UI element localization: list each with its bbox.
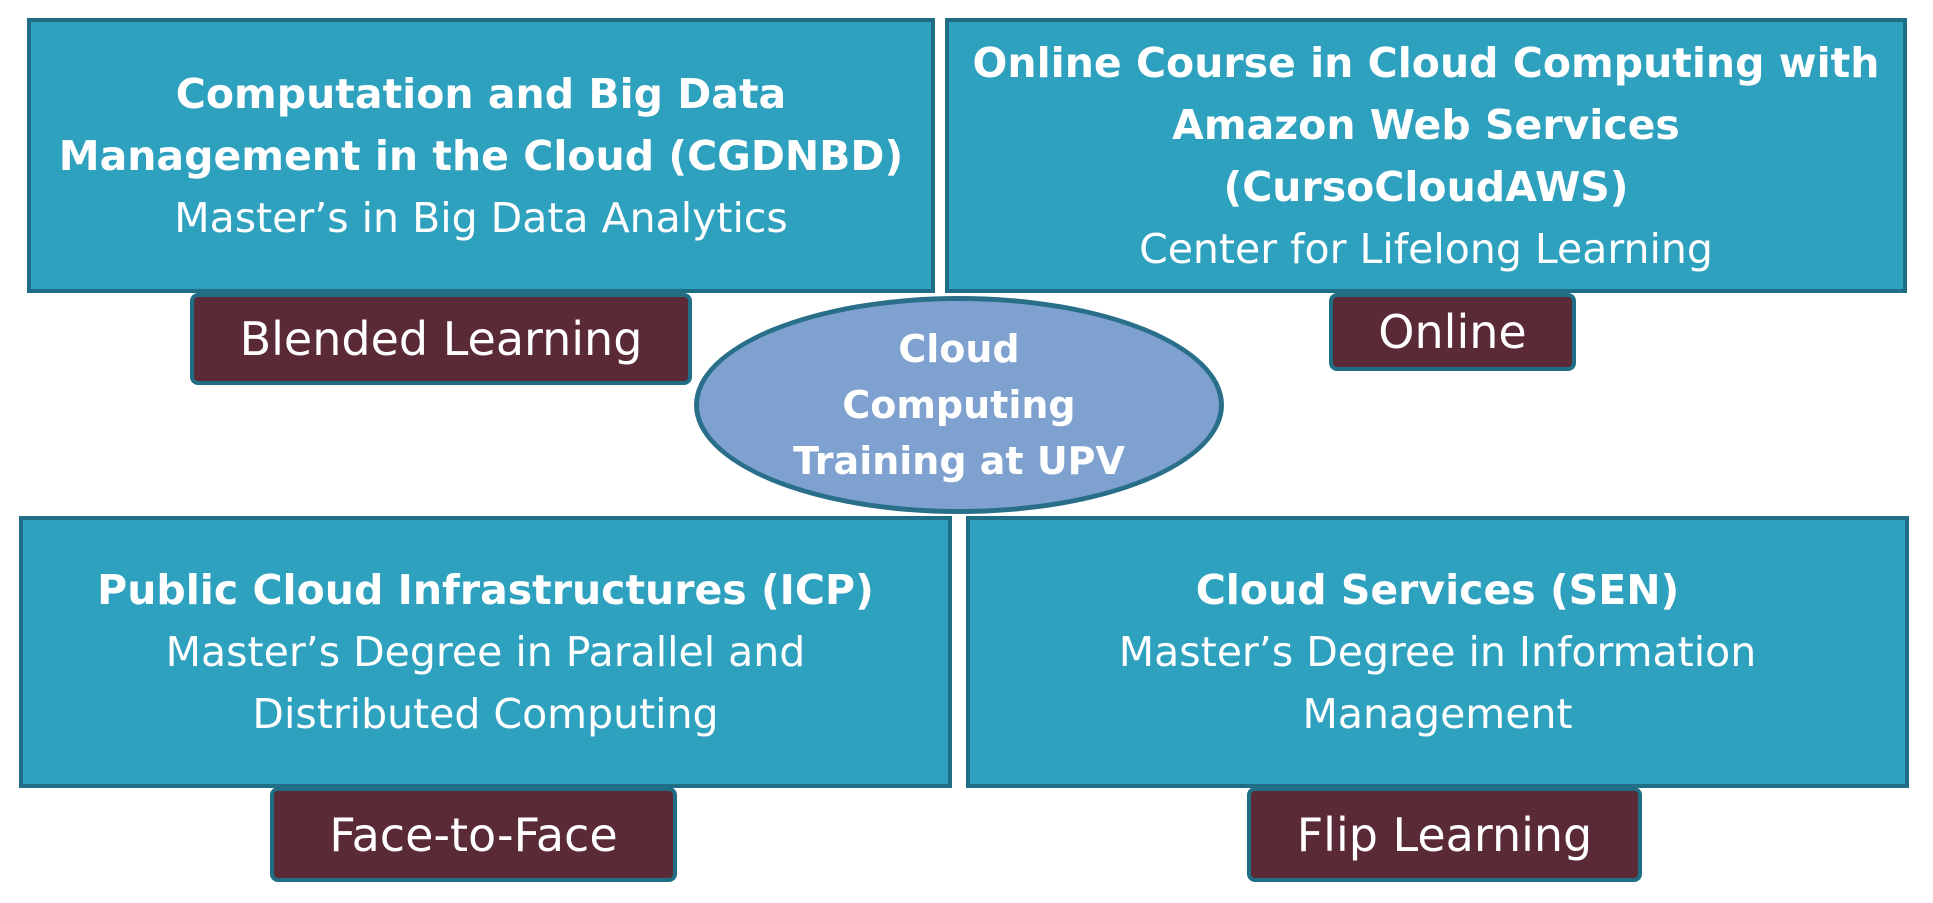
course-title-line: Computation and Big Data [175,69,787,118]
delivery-mode-tag-flip: Flip Learning [1247,787,1642,882]
course-box-cgdnbd: Computation and Big Data Management in t… [27,18,935,293]
delivery-mode-tag-face-to-face: Face-to-Face [270,787,677,882]
central-topic-line: Cloud [898,327,1020,371]
course-box-icp: Public Cloud Infrastructures (ICP) Maste… [19,516,952,788]
delivery-mode-tag-blended: Blended Learning [190,293,692,385]
central-topic-line: Training at UPV [793,439,1125,483]
course-program-line: Master’s in Big Data Analytics [174,193,788,242]
course-program-line: Distributed Computing [252,690,719,738]
course-title-line: (CursoCloudAWS) [1223,162,1629,211]
course-title-line: Management in the Cloud (CGDNBD) [58,131,904,180]
course-program-line: Center for Lifelong Learning [1139,224,1713,273]
central-topic-ellipse: Cloud Computing Training at UPV [694,296,1224,514]
course-program-line: Master’s Degree in Parallel and [165,628,806,676]
course-title-line: Online Course in Cloud Computing with [972,38,1880,87]
central-topic-line: Computing [842,383,1076,427]
course-title-line: Amazon Web Services [1172,100,1680,149]
delivery-mode-tag-online: Online [1329,293,1576,371]
course-box-sen: Cloud Services (SEN) Master’s Degree in … [966,516,1909,788]
course-program-line: Management [1302,690,1573,738]
course-title-line: Public Cloud Infrastructures (ICP) [97,566,874,614]
course-title-line: Cloud Services (SEN) [1195,566,1680,614]
course-program-line: Master’s Degree in Information [1118,628,1757,676]
course-box-cursocloudaws: Online Course in Cloud Computing with Am… [945,18,1907,293]
